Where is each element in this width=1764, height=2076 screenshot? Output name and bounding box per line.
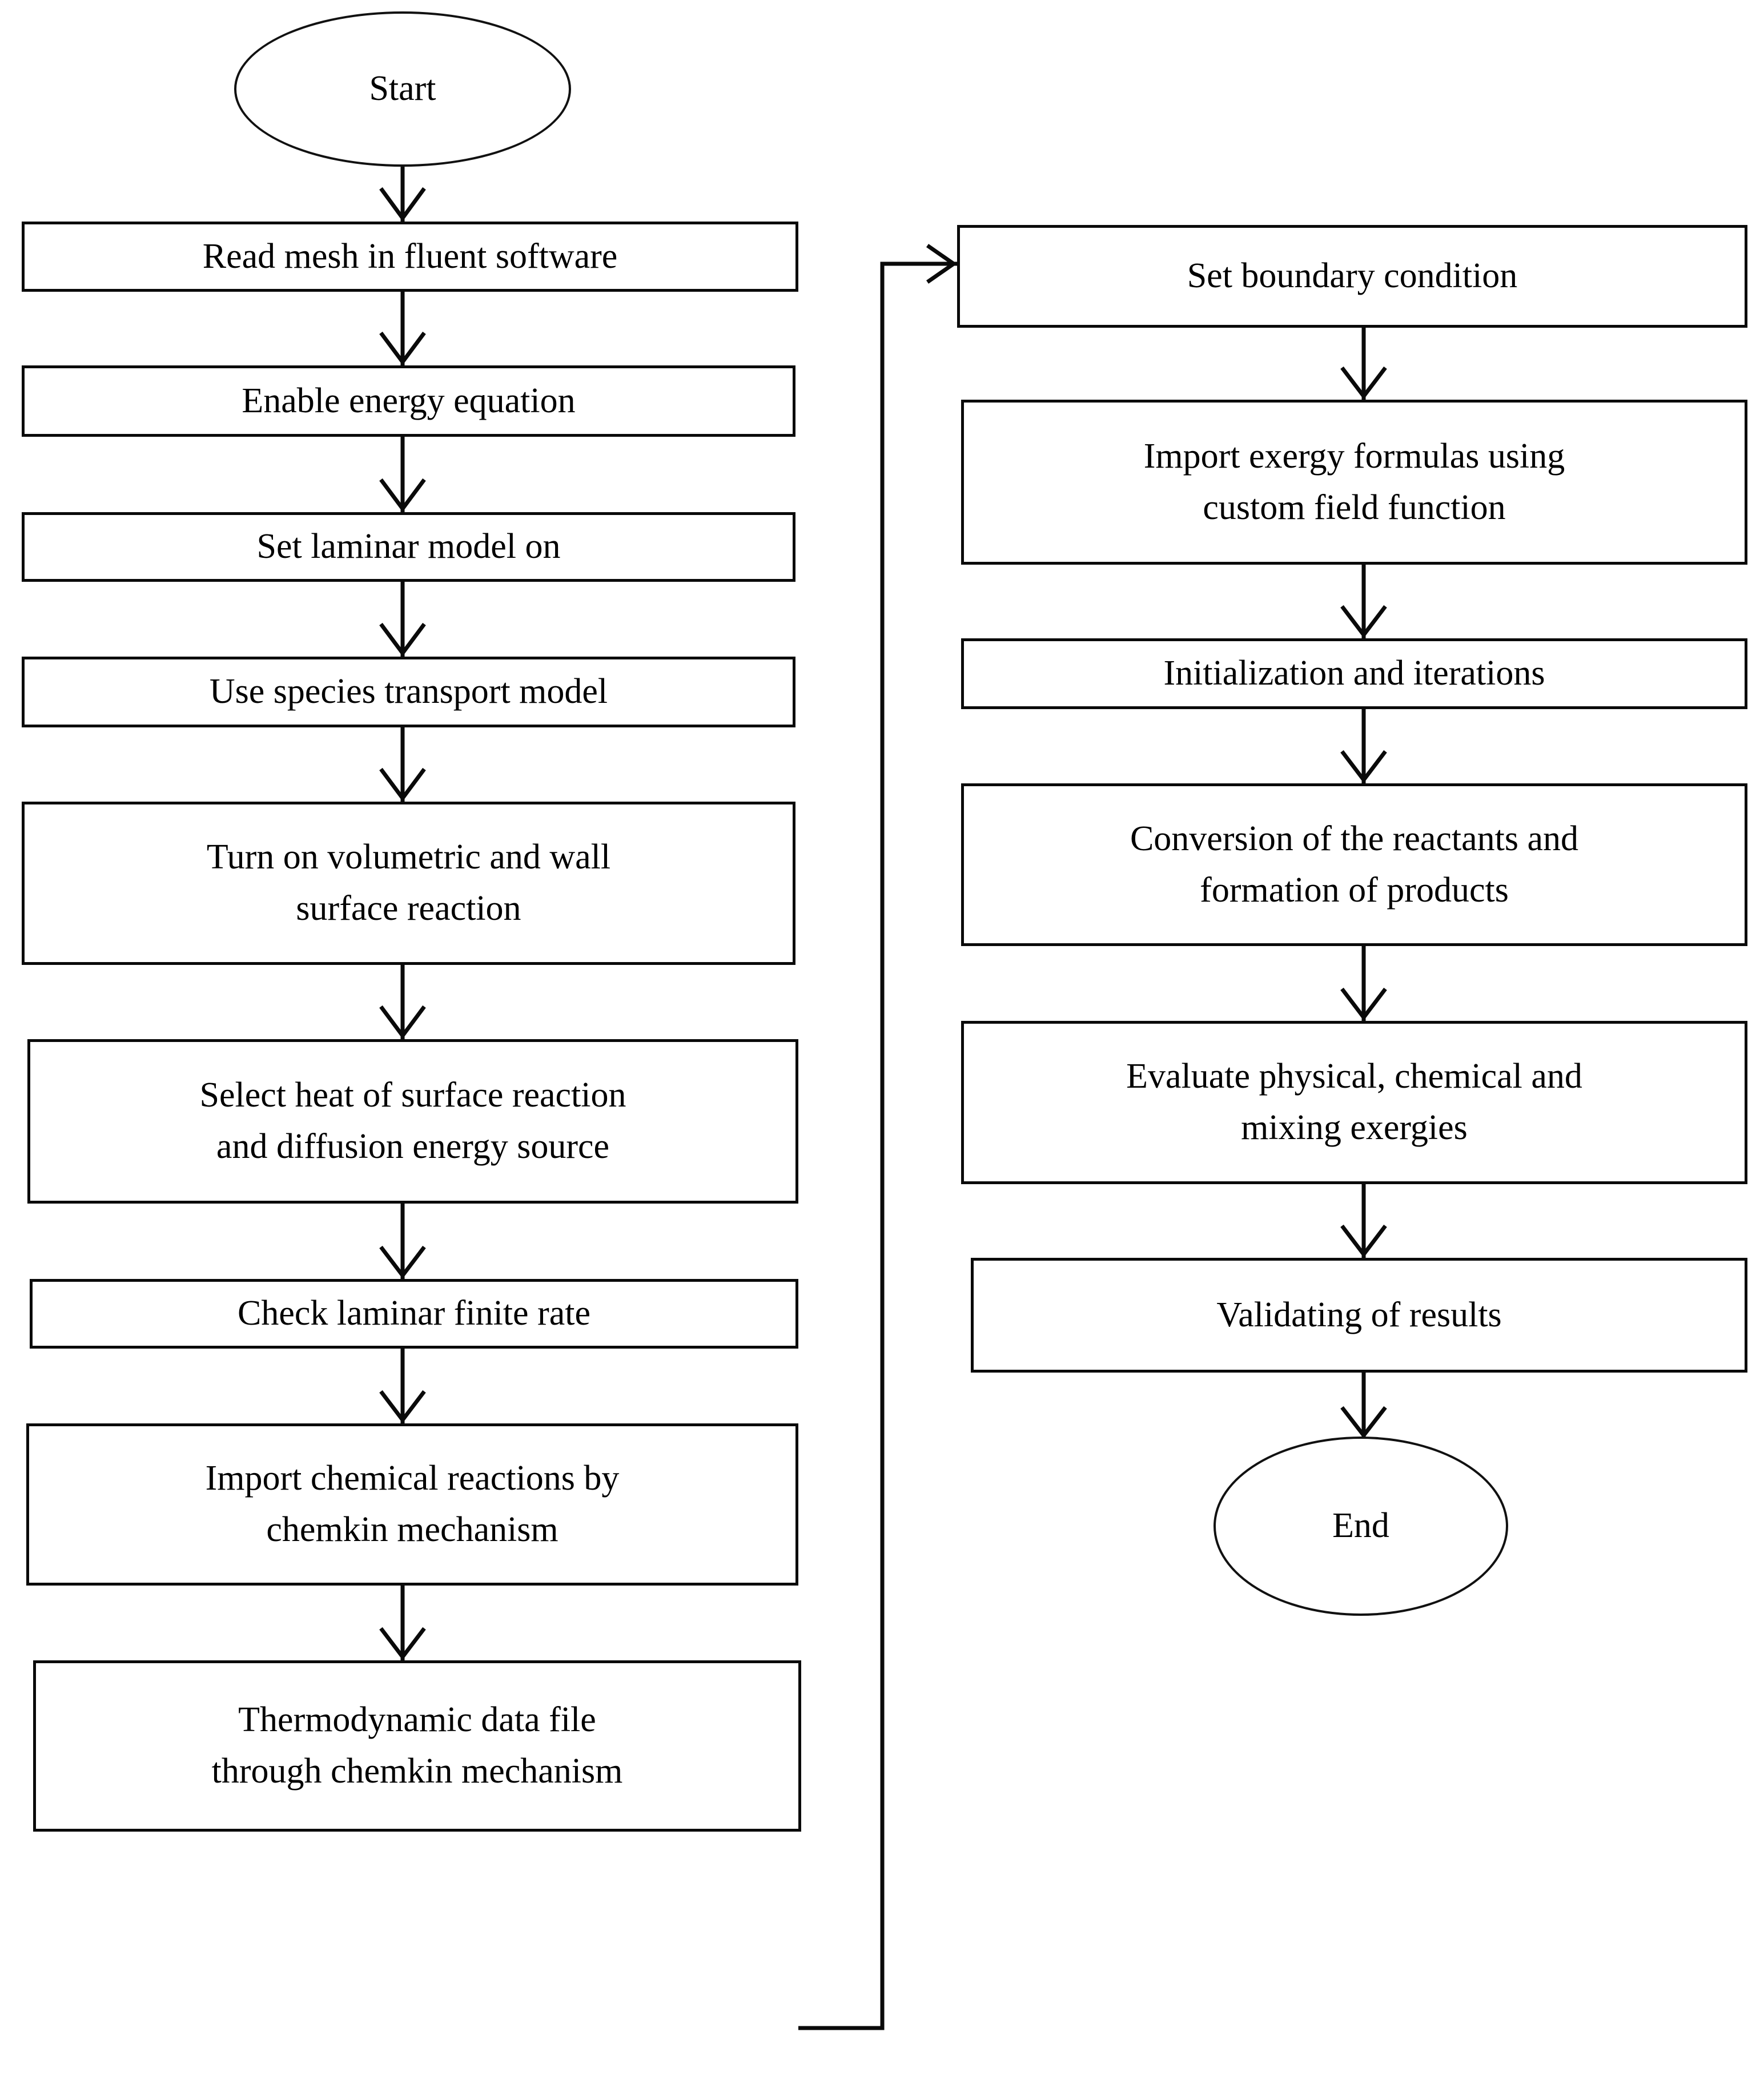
node-initialization-iterations[interactable]: Initialization and iterations [961,638,1747,709]
arrowhead-finite-rate [379,1245,426,1279]
arrowhead-validating [1340,1224,1387,1258]
node-evaluate-exergies[interactable]: Evaluate physical, chemical and mixing e… [961,1021,1747,1184]
arrowhead-heat-surface [379,1005,426,1039]
node-heat-surface-reaction[interactable]: Select heat of surface reaction and diff… [27,1039,798,1204]
node-conversion-formation[interactable]: Conversion of the reactants and formatio… [961,783,1747,946]
arrowhead-species [379,622,426,657]
node-enable-energy-label: Enable energy equation [242,381,576,420]
node-thermodynamic-data-file[interactable]: Thermodynamic data file through chemkin … [33,1660,801,1832]
arrowhead-volumetric [379,767,426,802]
node-set-boundary-condition[interactable]: Set boundary condition [957,225,1747,328]
node-initialization-iterations-label: Initialization and iterations [1163,654,1545,693]
node-import-chemical-reactions-label: Import chemical reactions by chemkin mec… [205,1459,620,1549]
node-volumetric-wall-reaction-label: Turn on volumetric and wall surface reac… [206,838,611,928]
node-enable-energy[interactable]: Enable energy equation [22,365,795,437]
node-laminar-finite-rate-label: Check laminar finite rate [237,1294,590,1333]
node-thermodynamic-data-file-label: Thermodynamic data file through chemkin … [211,1700,623,1791]
node-laminar-finite-rate[interactable]: Check laminar finite rate [30,1279,798,1349]
arrowhead-evaluate [1340,987,1387,1021]
node-validating-results-label: Validating of results [1216,1295,1502,1334]
node-species-transport[interactable]: Use species transport model [22,657,795,727]
arrowhead-laminar [379,478,426,512]
node-species-transport-label: Use species transport model [209,672,608,711]
node-conversion-formation-label: Conversion of the reactants and formatio… [1130,819,1579,910]
node-start-label: Start [369,69,436,108]
node-set-boundary-condition-label: Set boundary condition [1187,256,1518,296]
node-laminar-model[interactable]: Set laminar model on [22,512,795,582]
arrowhead-boundary-condition [926,244,958,284]
node-read-mesh[interactable]: Read mesh in fluent software [22,222,798,292]
node-evaluate-exergies-label: Evaluate physical, chemical and mixing e… [1126,1057,1582,1147]
arrowhead-enable-energy [379,331,426,365]
node-volumetric-wall-reaction[interactable]: Turn on volumetric and wall surface reac… [22,802,795,965]
node-import-exergy-formulas-label: Import exergy formulas using custom fiel… [1143,436,1565,527]
node-heat-surface-reaction-label: Select heat of surface reaction and diff… [199,1076,626,1166]
arrowhead-import-reactions [379,1390,426,1423]
node-import-exergy-formulas[interactable]: Import exergy formulas using custom fiel… [961,400,1747,565]
arrowhead-thermo [379,1627,426,1660]
arrowhead-conversion [1340,750,1387,783]
arrowhead-end [1340,1406,1387,1439]
node-laminar-model-label: Set laminar model on [256,527,561,566]
arrowhead-exergy [1340,366,1387,400]
edge-thermo-to-boundary-condition [798,261,957,2030]
node-end-label: End [1332,1506,1389,1546]
node-read-mesh-label: Read mesh in fluent software [202,236,618,276]
node-start[interactable]: Start [234,11,571,167]
node-import-chemical-reactions[interactable]: Import chemical reactions by chemkin mec… [26,1423,798,1586]
arrowhead-initialization [1340,605,1387,638]
node-end[interactable]: End [1213,1437,1508,1616]
arrowhead-read-mesh [379,187,426,222]
node-validating-results[interactable]: Validating of results [971,1258,1747,1373]
